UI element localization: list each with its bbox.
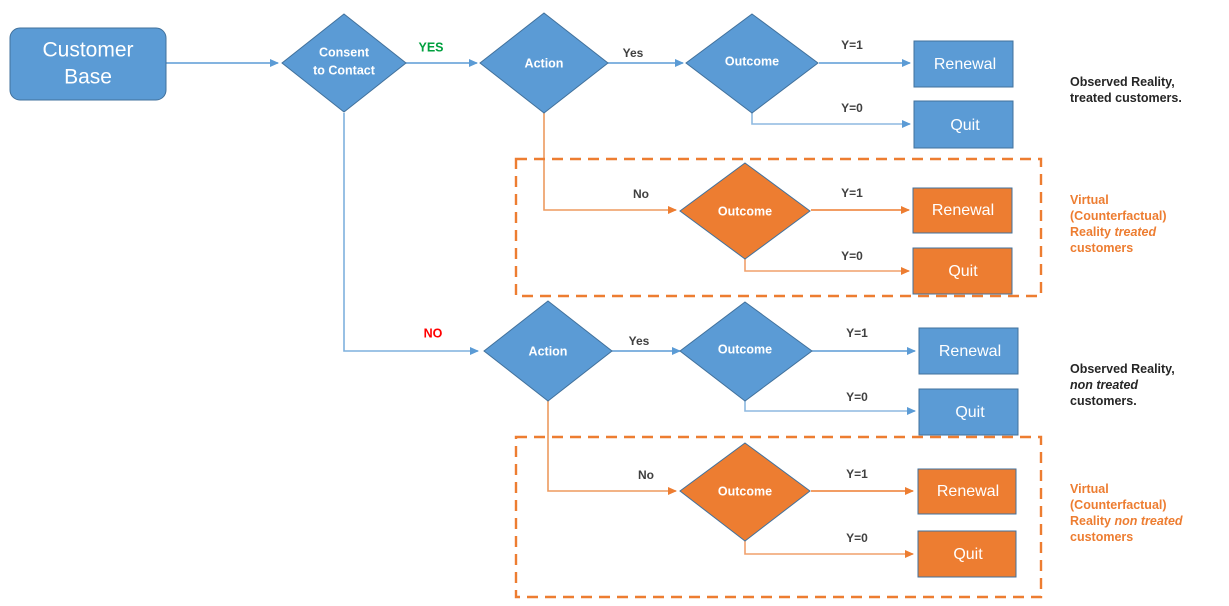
connector-cf-outcome2-y0-to-quit — [744, 541, 914, 558]
cf-outcome-label: Outcome — [718, 204, 772, 218]
counterfactual-group-box-non-treated — [514, 435, 1043, 599]
annotation-line: Virtual — [1070, 482, 1109, 496]
edge-label-no-cf2: No — [638, 468, 654, 482]
node-outcome-observed-treated[interactable]: Outcome — [685, 13, 819, 114]
node-renewal-counterfactual-non-treated[interactable]: Renewal — [917, 468, 1017, 515]
cf-quit-label: Quit — [948, 263, 978, 280]
edge-label-y0-cf2: Y=0 — [846, 531, 868, 545]
annotation-line: customers. — [1070, 394, 1137, 408]
connector-outcome-y0-to-quit — [751, 113, 911, 128]
annotation-line: Reality non treated — [1070, 513, 1183, 529]
node-renewal-counterfactual-treated[interactable]: Renewal — [912, 187, 1013, 234]
node-renewal-observed-treated[interactable]: Renewal — [913, 40, 1014, 88]
consent-label-line1: Consent — [319, 45, 370, 59]
node-customer-base[interactable]: Customer Base — [9, 27, 167, 101]
consent-label-line2: to Contact — [313, 63, 376, 77]
annotation-text-run: Reality — [1070, 225, 1115, 239]
node-outcome-counterfactual-non-treated[interactable]: Outcome — [679, 442, 811, 542]
node-outcome-counterfactual-treated[interactable]: Outcome — [679, 162, 811, 260]
node-consent-to-contact[interactable]: Consent to Contact — [281, 13, 407, 113]
counterfactual-group-box-treated — [514, 157, 1043, 298]
node-outcome-observed-non-treated[interactable]: Outcome — [679, 301, 813, 402]
action2-label: Action — [529, 344, 568, 358]
annotation-italic-run: treated — [1114, 225, 1157, 239]
quit-label: Quit — [950, 117, 980, 134]
connector-action1-no-to-cf-outcome — [543, 113, 677, 214]
edge-label-y1-row2: Y=1 — [846, 326, 868, 340]
outcome2-label: Outcome — [718, 342, 772, 356]
annotation-italic-run: non treated — [1070, 378, 1139, 392]
node-quit-observed-treated[interactable]: Quit — [913, 100, 1014, 149]
annotation-counterfactual-non-treated: Virtual (Counterfactual) Reality non tre… — [1070, 481, 1183, 545]
renewal2-label: Renewal — [939, 343, 1001, 360]
outcome-label: Outcome — [725, 54, 779, 68]
annotation-observed-non-treated: Observed Reality, non treated customers. — [1070, 361, 1175, 409]
connector-action2-no-to-cf-outcome2 — [547, 401, 677, 495]
edge-label-y0-row1: Y=0 — [841, 101, 863, 115]
edge-label-yes-row2: Yes — [629, 334, 650, 348]
annotation-line: customers — [1070, 241, 1134, 255]
edge-label-yes-row1: Yes — [623, 46, 644, 60]
cf-renewal-label: Renewal — [932, 202, 994, 219]
action-label: Action — [525, 56, 564, 70]
connector-consent-no-to-action2 — [343, 113, 479, 355]
edge-label-y0-row2: Y=0 — [846, 390, 868, 404]
node-renewal-observed-non-treated[interactable]: Renewal — [918, 327, 1019, 375]
cf-quit2-label: Quit — [953, 546, 983, 563]
annotation-line: non treated — [1070, 377, 1175, 393]
node-quit-counterfactual-non-treated[interactable]: Quit — [917, 530, 1017, 578]
edge-label-yes-upper: YES — [418, 40, 443, 54]
edge-label-no-cf1: No — [633, 187, 649, 201]
edge-label-y1-cf2: Y=1 — [846, 467, 868, 481]
customer-base-label-line2: Base — [64, 66, 112, 89]
annotation-text-run: Reality — [1070, 514, 1115, 528]
annotation-observed-treated: Observed Reality, treated customers. — [1070, 74, 1182, 106]
edge-label-no-lower: NO — [424, 326, 443, 340]
edge-label-y1-row1: Y=1 — [841, 38, 863, 52]
edge-label-y1-cf1: Y=1 — [841, 186, 863, 200]
annotation-line: Reality treated — [1070, 224, 1167, 240]
quit2-label: Quit — [955, 404, 985, 421]
connector-outcome2-y0-to-quit2 — [744, 401, 916, 415]
annotation-line: Observed Reality, — [1070, 75, 1175, 89]
annotation-italic-run: non treated — [1114, 514, 1183, 528]
edge-label-y0-cf1: Y=0 — [841, 249, 863, 263]
renewal-label: Renewal — [934, 56, 996, 73]
cf-outcome2-label: Outcome — [718, 484, 772, 498]
annotation-line: customers — [1070, 530, 1134, 544]
annotation-line: Virtual — [1070, 193, 1109, 207]
annotation-line: Observed Reality, — [1070, 362, 1175, 376]
cf-renewal2-label: Renewal — [937, 483, 999, 500]
node-quit-observed-non-treated[interactable]: Quit — [918, 388, 1019, 436]
annotation-line: (Counterfactual) — [1070, 209, 1167, 223]
annotation-line: treated customers. — [1070, 91, 1182, 105]
connector-cf-outcome1-y0-to-quit — [744, 259, 910, 275]
customer-base-label-line1: Customer — [42, 39, 133, 62]
annotation-line: (Counterfactual) — [1070, 498, 1167, 512]
node-action-treated[interactable]: Action — [479, 12, 609, 114]
annotation-counterfactual-treated: Virtual (Counterfactual) Reality treated… — [1070, 192, 1167, 256]
node-quit-counterfactual-treated[interactable]: Quit — [912, 247, 1013, 295]
node-action-non-treated[interactable]: Action — [483, 300, 613, 402]
